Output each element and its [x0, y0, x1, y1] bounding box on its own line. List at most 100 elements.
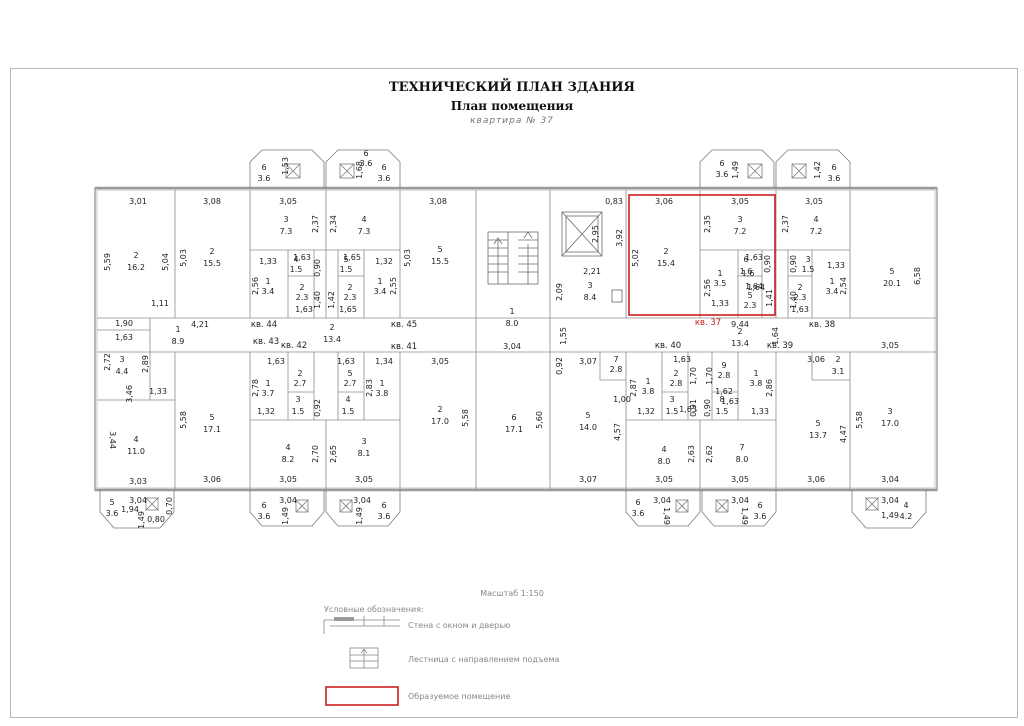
room-area: 17.0 [431, 417, 449, 426]
dimension: 1,33 [259, 257, 277, 266]
room-number: 1 [379, 379, 384, 388]
room-number: 5 [585, 411, 590, 420]
dimension: 1,63 [745, 253, 763, 262]
room-area: 8.0 [658, 457, 671, 466]
highlighted-room [628, 194, 776, 316]
room-number: 7 [739, 443, 744, 452]
room-area: 3.6 [378, 512, 391, 521]
dimension: 3,04 [129, 496, 147, 505]
dimension: 5,04 [161, 253, 170, 271]
dimension: 5,58 [461, 409, 470, 427]
room-area: 1.5 [290, 265, 303, 274]
room-area: 8.0 [736, 455, 749, 464]
dimension: 2,37 [781, 215, 790, 233]
apartment-label-highlighted: кв. 37 [695, 318, 721, 328]
room-number: 4 [661, 445, 666, 454]
legend: Условные обозначения: Стена с окном и дв… [323, 605, 560, 706]
legend-formed-room-label: Образуемое помещение [408, 692, 510, 701]
dimension: 2,83 [365, 379, 374, 397]
dimension: 3,04 [653, 496, 671, 505]
room-number: 1 [645, 377, 650, 386]
dimension: 2,63 [687, 445, 696, 463]
room-number: 8 [719, 395, 724, 404]
dimension: 2,65 [329, 445, 338, 463]
room-number: 6 [261, 501, 266, 510]
room-area: 1.5 [342, 407, 355, 416]
room-area: 3.5 [714, 279, 727, 288]
room-area: 3.1 [832, 367, 845, 376]
dimension: 1,49 [740, 507, 749, 525]
dimension: 2,72 [103, 353, 112, 371]
dimension: 1,53 [281, 157, 290, 175]
dimension: 3,05 [279, 475, 297, 484]
dimension: 1,64 [771, 327, 780, 345]
dimension: 9,44 [731, 320, 749, 329]
room-number: 3 [805, 255, 810, 264]
room-area: 2.3 [744, 301, 757, 310]
dimension: 2,89 [141, 355, 150, 373]
room-number: 7 [613, 355, 618, 364]
dimension: 3,04 [731, 496, 749, 505]
dimension: 1,33 [149, 387, 167, 396]
room-number: 6 [261, 163, 266, 172]
room-number: 1 [265, 277, 270, 286]
room-number: 4 [813, 215, 818, 224]
dimension: 2,54 [839, 277, 848, 295]
room-number: 1 [717, 269, 722, 278]
room-number: 2 [209, 247, 214, 256]
dimension: 3,06 [807, 355, 825, 364]
room-area: 16.2 [127, 263, 145, 272]
dimension: 3,05 [881, 341, 899, 350]
room-number: 5 [747, 291, 752, 300]
room-labels: 2 16.2 2 15.5 3 7.3 4 7.3 5 15.5 1 8.0 3… [106, 149, 913, 521]
dimension: 1,49 [281, 507, 290, 525]
dimension: 3,06 [203, 475, 221, 484]
room-number: 4 [903, 501, 908, 510]
dimension: 1,42 [813, 161, 822, 179]
dimension: 3,05 [279, 197, 297, 206]
room-number: 5 [437, 245, 442, 254]
room-number: 1 [829, 277, 834, 286]
dimension: 1,63 [721, 397, 739, 406]
dimension: 2,55 [389, 277, 398, 295]
dimension: 0,70 [165, 497, 174, 515]
room-number: 3 [669, 395, 674, 404]
room-area: 3.6 [828, 174, 841, 183]
dimension: 0,80 [147, 515, 165, 524]
dimension: 3,06 [807, 475, 825, 484]
dimension: 1,33 [711, 299, 729, 308]
dimension: 2,09 [555, 283, 564, 301]
building-walls [94, 186, 938, 492]
room-number: 4 [293, 255, 298, 264]
dimension: 2,95 [591, 225, 600, 243]
dimension: 3,08 [429, 197, 447, 206]
room-area: 3.6 [632, 509, 645, 518]
room-area: 3.4 [826, 287, 839, 296]
dimension: 3,04 [503, 342, 521, 351]
dimension: 1,49 [731, 161, 740, 179]
dimension: 5,60 [535, 411, 544, 429]
dimension: 2,56 [251, 277, 260, 295]
room-area: 13.4 [323, 335, 341, 344]
room-number: 3 [283, 215, 288, 224]
scale-label: Масштаб 1:150 [480, 589, 544, 598]
dimension: 3,05 [805, 197, 823, 206]
room-area: 2.8 [670, 379, 683, 388]
dimension: 1,49 [662, 507, 671, 525]
room-area: 3.6 [258, 512, 271, 521]
dimension: 2,56 [703, 279, 712, 297]
dimension: 1,63 [791, 305, 809, 314]
room-number: 5 [889, 267, 894, 276]
room-area: 13.4 [731, 339, 749, 348]
room-number: 3 [295, 395, 300, 404]
room-area: 2.7 [344, 379, 357, 388]
room-area: 8.9 [172, 337, 185, 346]
dimension: 1,65 [339, 305, 357, 314]
room-number: 5 [347, 369, 352, 378]
apartment-label: кв. 42 [281, 341, 307, 351]
dimension: 4,57 [613, 423, 622, 441]
dimension: 1,64 [745, 282, 763, 291]
room-area: 17.0 [881, 419, 899, 428]
dimension: 5,03 [403, 249, 412, 267]
interior-walls [97, 190, 937, 490]
